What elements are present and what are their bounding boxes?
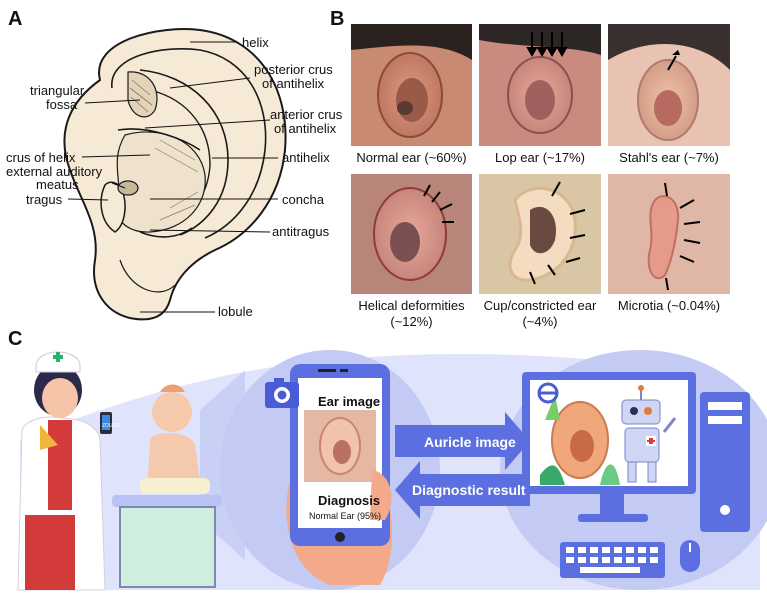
label-lobule: lobule bbox=[218, 304, 253, 319]
caption-helical-1: Helical deformities bbox=[358, 298, 465, 313]
photo-normal-ear bbox=[351, 24, 472, 146]
photo-cup-ear bbox=[479, 174, 601, 294]
label-helix: helix bbox=[242, 35, 269, 50]
label-concha: concha bbox=[282, 192, 324, 207]
label-crus-of-helix: crus of helix bbox=[6, 150, 76, 165]
label-anterior-crus-2: of antihelix bbox=[274, 121, 337, 136]
panel-label-c: C bbox=[8, 328, 23, 350]
label-antitragus: antitragus bbox=[272, 224, 330, 239]
caption-helical-2: (~12%) bbox=[390, 314, 433, 329]
label-triangular-fossa-1: triangular bbox=[30, 83, 85, 98]
doctor-figure bbox=[17, 351, 112, 591]
hand-with-phone bbox=[286, 364, 392, 585]
panel-label-a: A bbox=[8, 8, 23, 30]
phone-diagnosis-value: Normal Ear (95%) bbox=[309, 511, 382, 521]
panel-label-b: B bbox=[330, 8, 345, 30]
photo-lop-ear bbox=[479, 24, 601, 146]
phone-title-ear-image: Ear image bbox=[318, 394, 381, 409]
keyboard bbox=[560, 542, 665, 578]
label-antihelix: antihelix bbox=[282, 150, 330, 165]
label-anterior-crus-1: anterior crus bbox=[270, 107, 343, 122]
arrow-label-diagnostic-result: Diagnostic result bbox=[412, 482, 526, 498]
label-triangular-fossa-2: fossa bbox=[46, 97, 78, 112]
label-external-auditory-1: external auditory bbox=[6, 164, 103, 179]
computer-monitor bbox=[522, 372, 696, 522]
baby-figure bbox=[112, 384, 222, 588]
photo-helical-deformities bbox=[351, 174, 472, 294]
caption-lop-ear: Lop ear (~17%) bbox=[495, 150, 585, 165]
caption-cup-2: (~4%) bbox=[522, 314, 558, 329]
label-posterior-crus-2: of antihelix bbox=[262, 76, 325, 91]
caption-stahls-ear: Stahl's ear (~7%) bbox=[619, 150, 719, 165]
helix-rim bbox=[111, 47, 267, 239]
arrow-auricle-image bbox=[395, 412, 530, 470]
e-logo-icon bbox=[537, 382, 559, 404]
arrow-label-auricle-image: Auricle image bbox=[424, 434, 516, 450]
label-posterior-crus-1: posterior crus bbox=[254, 62, 333, 77]
computer-tower bbox=[700, 392, 750, 532]
antihelix-ridge bbox=[139, 69, 229, 236]
small-phone-text: ZOUER bbox=[102, 423, 120, 429]
arrow-diagnostic-result bbox=[395, 461, 530, 519]
caption-cup-1: Cup/constricted ear bbox=[483, 298, 597, 313]
mouse bbox=[680, 540, 700, 572]
meatus-shape bbox=[117, 180, 139, 196]
tragus-shape bbox=[100, 181, 126, 233]
photo-stahls-ear bbox=[608, 24, 730, 146]
caption-microtia: Microtia (~0.04%) bbox=[617, 298, 721, 313]
photo-microtia bbox=[608, 174, 730, 294]
label-tragus: tragus bbox=[26, 192, 63, 207]
caption-normal-ear: Normal ear (~60%) bbox=[356, 150, 467, 165]
camera-icon bbox=[265, 378, 299, 408]
label-external-auditory-2: meatus bbox=[36, 177, 79, 192]
phone-diagnosis-title: Diagnosis bbox=[318, 493, 381, 508]
